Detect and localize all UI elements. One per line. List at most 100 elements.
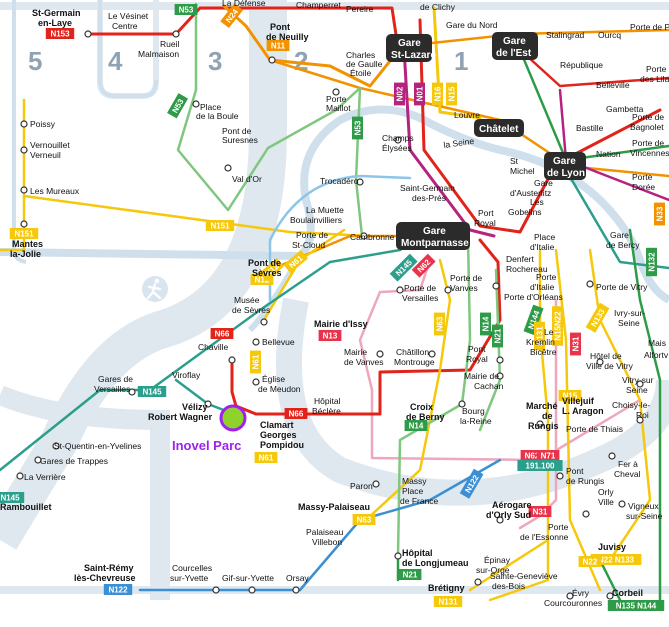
station-vigneux-2: sur-Seine	[626, 511, 663, 521]
station-ste-genevieve-2: des-Bois	[492, 581, 525, 591]
station-dot[interactable]	[52, 442, 60, 450]
station-nation: Nation	[596, 149, 621, 159]
line-badge-bg	[607, 600, 665, 611]
station-dot[interactable]	[496, 356, 504, 364]
hub-st-lazare[interactable]: Gare St-Lazare	[386, 34, 436, 62]
station-dot[interactable]	[20, 186, 28, 194]
line-badge-n22-n133: N22 N133	[590, 554, 642, 565]
station-dot[interactable]	[556, 472, 564, 480]
station-dot[interactable]	[372, 480, 380, 488]
station-dot[interactable]	[636, 380, 644, 388]
station-dot[interactable]	[172, 30, 180, 38]
line-badge-label: N02	[396, 86, 405, 101]
station-dot[interactable]	[204, 400, 212, 408]
station-denfert-2: Rochereau	[506, 264, 548, 274]
station-dot[interactable]	[292, 586, 300, 594]
station-mantes-2: la-Jolie	[10, 249, 41, 259]
station-dot[interactable]	[636, 416, 644, 424]
station-dot[interactable]	[20, 146, 28, 154]
station-denfert-1: Denfert	[506, 254, 535, 264]
station-dot[interactable]	[260, 318, 268, 326]
line-badge-bg	[414, 82, 425, 106]
line-badge-n16: N16	[432, 82, 443, 106]
station-hopital-beclere-1: Hôpital	[314, 396, 341, 406]
station-dot[interactable]	[20, 220, 28, 228]
hub-chatelet[interactable]: Châtelet	[474, 119, 524, 137]
line-badge-bg	[492, 324, 503, 348]
station-marche-rungis-1: Marché	[526, 401, 558, 411]
station-pont-rungis-2: de Rungis	[566, 476, 604, 486]
station-dot[interactable]	[356, 178, 364, 186]
station-dot[interactable]	[20, 120, 28, 128]
station-dot[interactable]	[248, 586, 256, 594]
station-clichy: de Clichy	[420, 2, 456, 12]
station-dot[interactable]	[566, 592, 574, 600]
station-musee-sevres-1: Musée	[234, 295, 260, 305]
station-dot[interactable]	[252, 378, 260, 386]
station-dot[interactable]	[618, 500, 626, 508]
station-eglise-meudon-2: de Meudon	[258, 384, 301, 394]
line-n15-22	[554, 248, 602, 592]
station-dot[interactable]	[394, 552, 402, 560]
station-dot[interactable]	[496, 516, 504, 524]
inovel-parc-marker[interactable]: Inovel Parc	[172, 404, 247, 453]
station-dot[interactable]	[608, 452, 616, 460]
line-badge-n21: N21	[398, 569, 422, 580]
station-dot[interactable]	[376, 350, 384, 358]
station-neuilly-2: de Neuilly	[266, 32, 309, 42]
line-badge-bg	[389, 253, 418, 282]
station-dot[interactable]	[224, 164, 232, 172]
station-dot[interactable]	[212, 586, 220, 594]
station-dot[interactable]	[360, 232, 368, 240]
station-champs-elysees-2: Élysées	[382, 143, 412, 153]
station-dot[interactable]	[458, 400, 466, 408]
line-badge-n63: N63	[434, 312, 445, 336]
station-dot[interactable]	[396, 286, 404, 294]
station-dot[interactable]	[536, 420, 544, 428]
line-n24	[222, 4, 396, 88]
station-dot[interactable]	[84, 30, 92, 38]
station-musee-sevres-2: de Sèvres	[232, 305, 270, 315]
station-dot[interactable]	[428, 350, 436, 358]
station-dot[interactable]	[444, 286, 452, 294]
hub-gare-est[interactable]: Gare de l'Est	[492, 32, 538, 60]
station-porte-pantin: Porte de Pantin	[630, 22, 669, 32]
line-badge-bg	[432, 82, 443, 106]
station-choisy-1: Choisy-le-	[612, 400, 650, 410]
line-badge-n22: N22	[578, 556, 602, 567]
station-dot[interactable]	[128, 388, 136, 396]
line-badge-label: N151	[210, 222, 230, 231]
station-rueil-1: Rueil	[160, 39, 179, 49]
hub-gare-montparnasse[interactable]: Gare Montparnasse	[396, 222, 470, 250]
line-badge-n145: N145	[0, 492, 25, 503]
station-dot[interactable]	[332, 88, 340, 96]
line-n144	[628, 228, 662, 602]
station-dot[interactable]	[192, 100, 200, 108]
station-dot[interactable]	[34, 456, 42, 464]
line-badge-bg	[174, 4, 198, 15]
station-kremlin-3: Bicêtre	[530, 347, 557, 357]
station-dot[interactable]	[492, 282, 500, 290]
station-dot[interactable]	[16, 472, 24, 480]
station-dot[interactable]	[252, 338, 260, 346]
station-dot[interactable]	[586, 280, 594, 288]
station-dot[interactable]	[474, 578, 482, 586]
station-dot[interactable]	[606, 592, 614, 600]
line-badge-n53: N53	[174, 4, 198, 15]
line-badge-bg	[480, 312, 491, 336]
station-dot[interactable]	[582, 510, 590, 518]
hub-gare-lyon[interactable]: Gare de Lyon	[544, 152, 586, 180]
station-muette-1: La Muette	[306, 205, 344, 215]
station-dot[interactable]	[596, 358, 604, 366]
station-port-royal-1: Port	[478, 208, 494, 218]
station-dot[interactable]	[394, 136, 402, 144]
station-dot[interactable]	[268, 56, 276, 64]
station-place-boule-1: Place	[200, 102, 222, 112]
station-dot[interactable]	[228, 356, 236, 364]
station-dot[interactable]	[496, 372, 504, 380]
station-epinay-2: sur-Orge	[476, 565, 510, 575]
station-republique: République	[560, 60, 603, 70]
station-gares-versailles-2: Versailles	[94, 384, 130, 394]
station-fer-cheval-2: Cheval	[614, 469, 641, 479]
station-gare-bercy-2: de Bercy	[606, 240, 640, 250]
